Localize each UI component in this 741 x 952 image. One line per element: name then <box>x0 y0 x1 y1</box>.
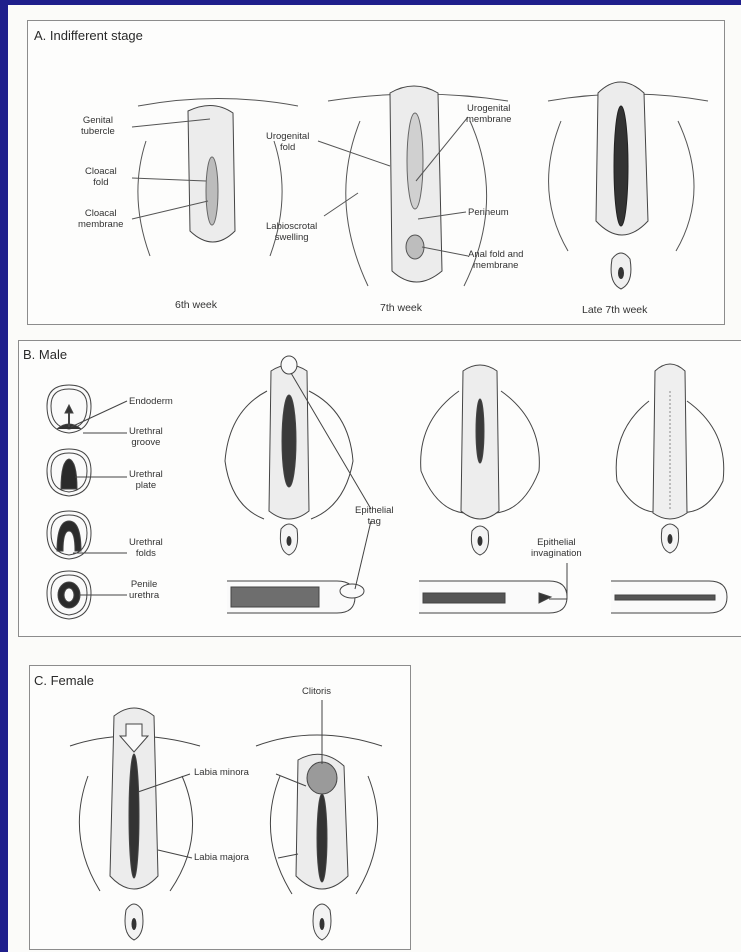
outline-stage1-left <box>138 141 150 256</box>
label-anal-fold: Anal fold and membrane <box>468 249 523 271</box>
female2-labia-majora-left <box>270 776 292 894</box>
label-labia-minora: Labia minora <box>194 767 249 778</box>
leader-labioscrotal <box>324 193 358 216</box>
label-urethral-plate: Urethral plate <box>129 469 163 491</box>
male1-scrotal-right <box>309 391 353 519</box>
cloacal-membrane-shape <box>206 157 218 225</box>
figure-page: A. Indifferent stage <box>8 5 741 952</box>
female1-labia-majora-left <box>79 776 100 891</box>
caption-7th-week: 7th week <box>380 302 422 314</box>
female1-labia-majora-right <box>170 776 193 891</box>
label-cloacal-fold: Cloacal fold <box>85 166 117 188</box>
leader-epithelial-tag-2 <box>355 521 371 589</box>
label-urethral-groove: Urethral groove <box>129 426 163 448</box>
anal-opening-stage3 <box>618 267 624 279</box>
label-epithelial-tag: Epithelial tag <box>355 505 394 527</box>
label-cloacal-membrane: Cloacal membrane <box>78 208 123 230</box>
label-labioscrotal-swelling: Labioscrotal swelling <box>266 221 317 243</box>
panel-female: C. Female <box>29 665 411 950</box>
female2-labia-majora-right <box>356 776 378 894</box>
anal-membrane-stage2 <box>406 235 424 259</box>
outline-stage3-left <box>549 121 568 251</box>
male1-scrotal-left <box>225 391 267 519</box>
long-section-1 <box>227 581 364 613</box>
section-urethral-plate <box>47 449 91 496</box>
panel-a-drawings <box>28 21 724 324</box>
panel-indifferent-stage: A. Indifferent stage <box>27 20 725 325</box>
label-perineum: Perineum <box>468 207 509 218</box>
section-urethral-folds <box>47 511 91 559</box>
label-urethral-folds: Urethral folds <box>129 537 163 559</box>
label-genital-tubercle: Genital tubercle <box>81 115 115 137</box>
female1-urogenital-opening <box>129 754 139 878</box>
leader-labia-majora-2 <box>278 854 298 858</box>
label-labia-majora: Labia majora <box>194 852 249 863</box>
male1-epithelial-tag <box>281 356 297 374</box>
urogenital-groove-stage3 <box>614 106 628 226</box>
label-epithelial-invagination: Epithelial invagination <box>531 537 582 559</box>
caption-6th-week: 6th week <box>175 299 217 311</box>
panel-male: B. Male <box>18 340 741 637</box>
leader-urogenital-fold <box>318 141 390 166</box>
label-penile-urethra: Penile urethra <box>129 579 159 601</box>
outline-stage2-left <box>346 121 368 286</box>
outline-stage3-right <box>676 121 694 251</box>
label-endoderm: Endoderm <box>129 396 173 407</box>
label-urogenital-membrane: Urogenital membrane <box>466 103 511 125</box>
long-section-3 <box>611 581 727 613</box>
label-clitoris: Clitoris <box>302 686 331 697</box>
long-section-2 <box>419 581 567 613</box>
panel-c-drawings <box>30 666 410 949</box>
female2-outline-top <box>256 735 382 746</box>
male2-urethral-groove <box>476 399 484 463</box>
urogenital-membrane-shape <box>407 113 423 209</box>
label-urogenital-fold: Urogenital fold <box>266 131 309 153</box>
section-urethral-groove <box>47 385 91 433</box>
female2-clitoris <box>307 762 337 794</box>
panel-b-drawings <box>19 341 741 636</box>
female2-urogenital-opening <box>317 794 327 882</box>
caption-late-7th-week: Late 7th week <box>582 304 647 316</box>
leader-labia-majora-1 <box>158 850 192 858</box>
male1-urethral-groove <box>282 395 296 487</box>
outline-stage1-top <box>138 99 298 107</box>
